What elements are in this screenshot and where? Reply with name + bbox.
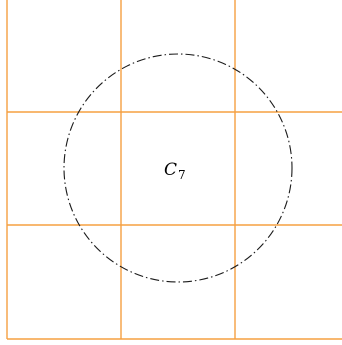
circle-label: C7 [164,160,186,182]
grid [6,0,342,340]
dash-dot-circle [63,53,293,283]
circle-label-main: C [164,160,177,180]
circle-label-subscript: 7 [178,168,186,182]
